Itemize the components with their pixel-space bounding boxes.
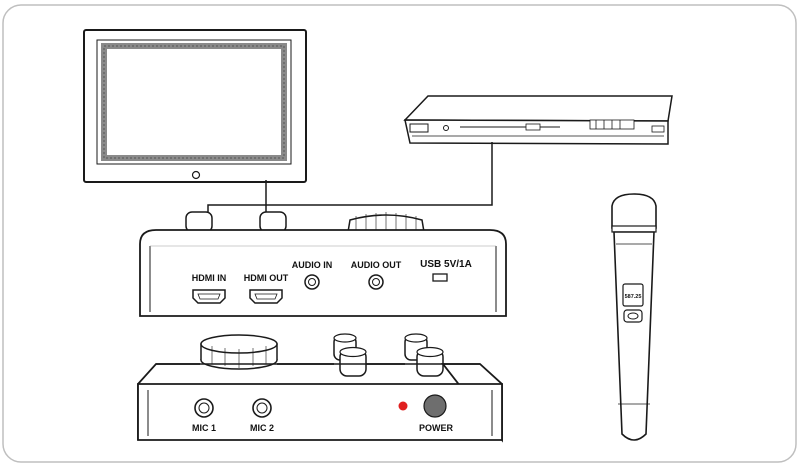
audio-out-label: AUDIO OUT bbox=[351, 260, 402, 270]
mic1-jack-icon bbox=[194, 398, 214, 418]
microphone-display-text: 587.25 bbox=[625, 294, 642, 300]
dvd-player-icon bbox=[403, 95, 673, 145]
knob-icon bbox=[259, 211, 287, 233]
microphone-icon: 587.25 bbox=[611, 193, 657, 441]
master-knob-icon bbox=[200, 334, 278, 370]
hdmi-out-port-icon bbox=[249, 289, 283, 304]
mic2-label: MIC 2 bbox=[250, 423, 274, 433]
knob-icon bbox=[404, 333, 444, 377]
knob-icon bbox=[333, 333, 367, 377]
audio-in-label: AUDIO IN bbox=[292, 260, 333, 270]
front-panel-device bbox=[137, 333, 503, 443]
power-button-icon bbox=[423, 394, 447, 418]
power-led-icon bbox=[398, 401, 408, 411]
audio-out-jack-icon bbox=[368, 274, 384, 290]
rear-panel-device bbox=[139, 211, 507, 317]
knob-icon bbox=[185, 211, 213, 233]
usb-label: USB 5V/1A bbox=[420, 259, 472, 270]
audio-in-jack-icon bbox=[304, 274, 320, 290]
hdmi-in-label: HDMI IN bbox=[192, 273, 227, 283]
mic2-jack-icon bbox=[252, 398, 272, 418]
usb-port-icon bbox=[432, 273, 448, 282]
hdmi-in-port-icon bbox=[192, 289, 226, 304]
power-label: POWER bbox=[419, 423, 454, 433]
tv-power-button-icon bbox=[191, 170, 201, 180]
mic1-label: MIC 1 bbox=[192, 423, 216, 433]
tv-icon bbox=[83, 29, 307, 183]
hdmi-out-label: HDMI OUT bbox=[244, 273, 289, 283]
microphone-display bbox=[622, 283, 644, 307]
